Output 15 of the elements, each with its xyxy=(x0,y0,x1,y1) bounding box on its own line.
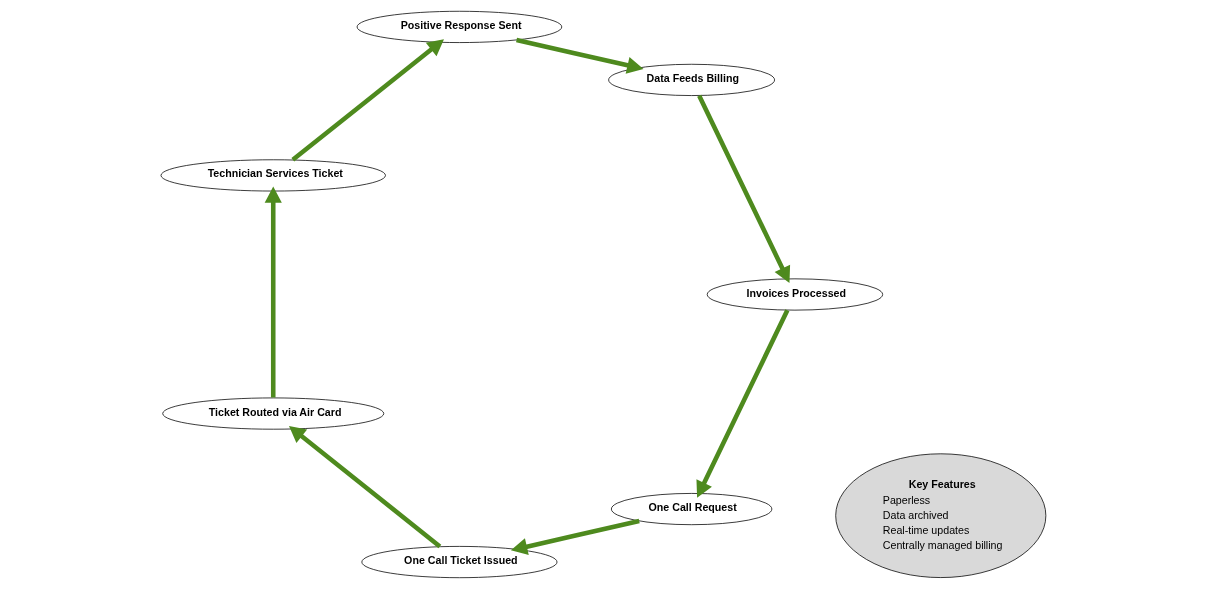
node-ellipse: Data Feeds Billing xyxy=(608,63,775,96)
arrow xyxy=(288,426,442,549)
node-ellipse: Positive Response Sent xyxy=(356,10,563,43)
arrow xyxy=(510,518,640,556)
node-ellipse: One Call Ticket Issued xyxy=(361,546,558,579)
arrow xyxy=(516,37,644,74)
arrow xyxy=(696,309,790,498)
arrow xyxy=(291,39,444,162)
node-ellipse: Key Features Paperless Data archived Real-time updates Centrally managed billing xyxy=(835,453,1047,578)
node-ellipse: Invoices Processed xyxy=(706,278,884,311)
node-ellipse: Technician Services Ticket xyxy=(160,159,386,192)
arrow xyxy=(697,94,791,284)
node-ellipse: Ticket Routed via Air Card xyxy=(162,397,385,430)
node-ellipse: One Call Request xyxy=(610,493,773,526)
arrow xyxy=(264,186,282,398)
